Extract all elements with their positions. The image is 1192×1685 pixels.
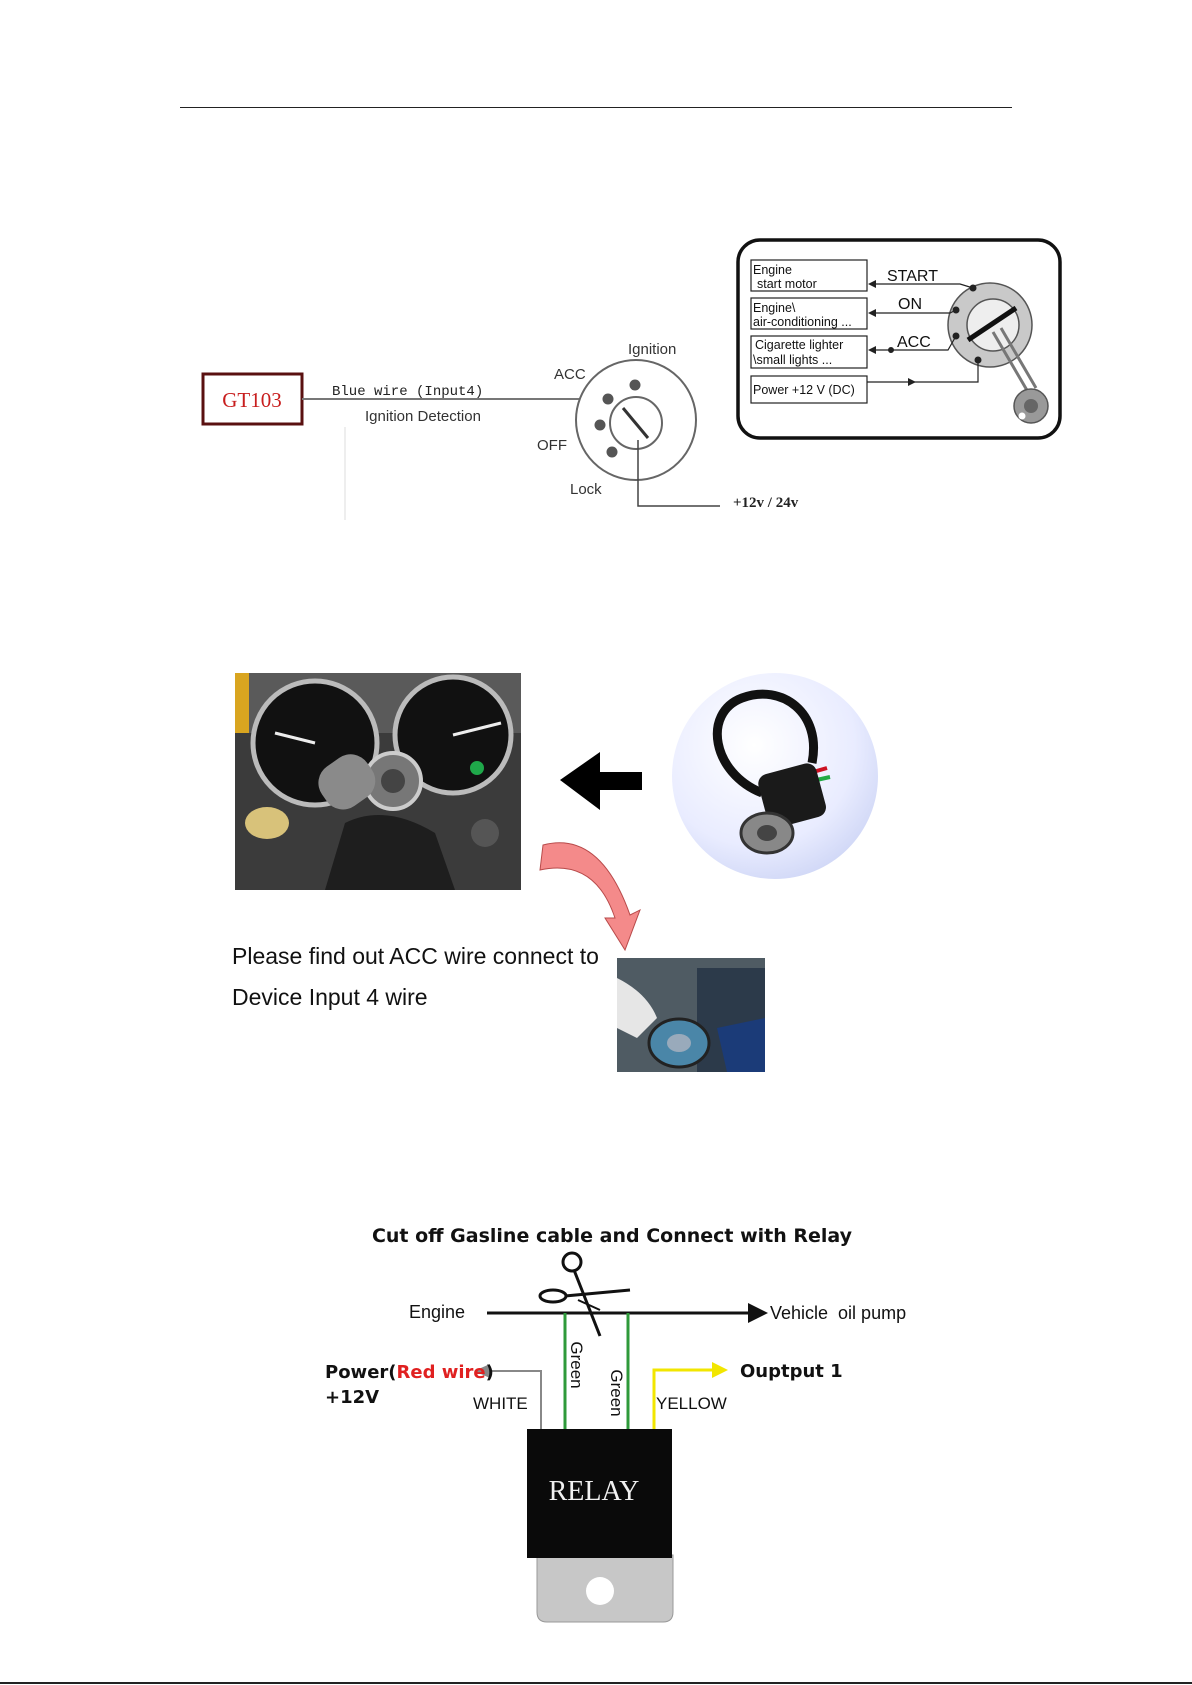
yellow-label: YELLOW [656, 1394, 727, 1413]
white-wire-arrow [474, 1364, 490, 1378]
inset-arrow-power [908, 378, 916, 386]
yellow-wire-arrow [712, 1362, 728, 1378]
caption-line-1: Please find out ACC wire connect to [232, 943, 599, 969]
motorcycle-dashboard-photo [235, 673, 521, 890]
ignition-detection-label: Ignition Detection [365, 408, 481, 425]
inset-lead-on [870, 309, 957, 314]
power-lead-line [637, 440, 720, 507]
inset-box-air-conditioning-line1: Engine\ [753, 301, 796, 315]
output-label: Ouptput 1 [740, 1361, 843, 1382]
position-ignition-label: Ignition [628, 341, 676, 358]
caption-line-2: Device Input 4 wire [232, 984, 428, 1010]
ignition-contact-ignition [629, 379, 641, 391]
inset-key-logo [1024, 399, 1038, 413]
inset-arrow-acc [868, 346, 876, 354]
scissors-icon [538, 1251, 631, 1337]
relay-title: Cut off Gasline cable and Connect with R… [372, 1225, 853, 1247]
ignition-contact-off [594, 419, 606, 431]
inset-box-cigarette-lighter [750, 335, 868, 369]
inset-start-label: START [887, 268, 938, 285]
power-label-red: Red wire [397, 1362, 486, 1383]
vehicle-oil-pump-label: Vehicle oil pump [770, 1303, 906, 1323]
position-lock-label: Lock [570, 481, 602, 498]
white-label: WHITE [473, 1394, 528, 1413]
power-label: Power(Red wire) [325, 1362, 494, 1383]
photo-caption: Please find out ACC wire connect to Devi… [232, 936, 632, 1018]
header-rule [180, 107, 1012, 108]
inset-acc-label: ACC [897, 334, 931, 351]
footer-rule [0, 1682, 1192, 1684]
engine-label: Engine [409, 1302, 465, 1322]
ignition-switch-bubble-photo [672, 673, 878, 879]
white-wire [488, 1370, 542, 1430]
inset-box-air-conditioning [750, 297, 868, 330]
inset-on-label: ON [898, 296, 922, 313]
inset-box-power-line1: Power +12 V (DC) [753, 383, 855, 397]
gasline-arrow [748, 1303, 768, 1323]
inset-key-shaft [991, 327, 1038, 393]
inset-lead-start [870, 283, 974, 289]
ignition-closeup-photo [617, 958, 765, 1072]
inset-box-power [750, 375, 868, 404]
inset-lead-power [867, 360, 979, 383]
power-voltage-label: +12V [325, 1387, 379, 1408]
relay-label: RELAY [549, 1476, 640, 1507]
power-label-suffix: ) [486, 1362, 494, 1383]
position-acc-label: ACC [554, 366, 586, 383]
green-label-2: Green [607, 1369, 626, 1416]
inset-acc-junction [888, 347, 894, 353]
inset-lead-acc [870, 335, 957, 351]
relay-mounting-hole [586, 1577, 614, 1605]
inset-arrow-start [868, 280, 876, 288]
position-off-label: OFF [537, 437, 567, 454]
relay-body [527, 1429, 672, 1558]
inset-box-start-motor-line1: Engine [753, 263, 792, 277]
inset-arrow-on [868, 309, 876, 317]
ignition-contact-acc [602, 393, 614, 405]
ignition-contact-lock [606, 446, 618, 458]
inset-box-cigarette-lighter-line1: Cigarette lighter [755, 338, 843, 352]
blue-wire-label: Blue wire (Input4) [332, 384, 483, 400]
inset-key-hole [1018, 412, 1026, 420]
gt103-device-box [201, 372, 304, 426]
inset-switch-slot [966, 305, 1018, 343]
inset-box-air-conditioning-line2: air-conditioning ... [753, 315, 852, 329]
inset-box-cigarette-lighter-line2: \small lights ... [753, 353, 832, 367]
inset-box-start-motor-line2: start motor [757, 277, 817, 291]
green-label-1: Green [567, 1341, 586, 1388]
ignition-key-slot [621, 407, 650, 439]
gt103-label: GT103 [222, 388, 282, 412]
voltage-label: +12v / 24v [733, 495, 799, 511]
inset-box-start-motor [750, 259, 868, 292]
ignition-diagram: GT103 Blue wire (Input4) Ignition Detect… [201, 238, 1062, 520]
yellow-wire [652, 1368, 713, 1430]
power-label-prefix: Power( [325, 1362, 397, 1383]
